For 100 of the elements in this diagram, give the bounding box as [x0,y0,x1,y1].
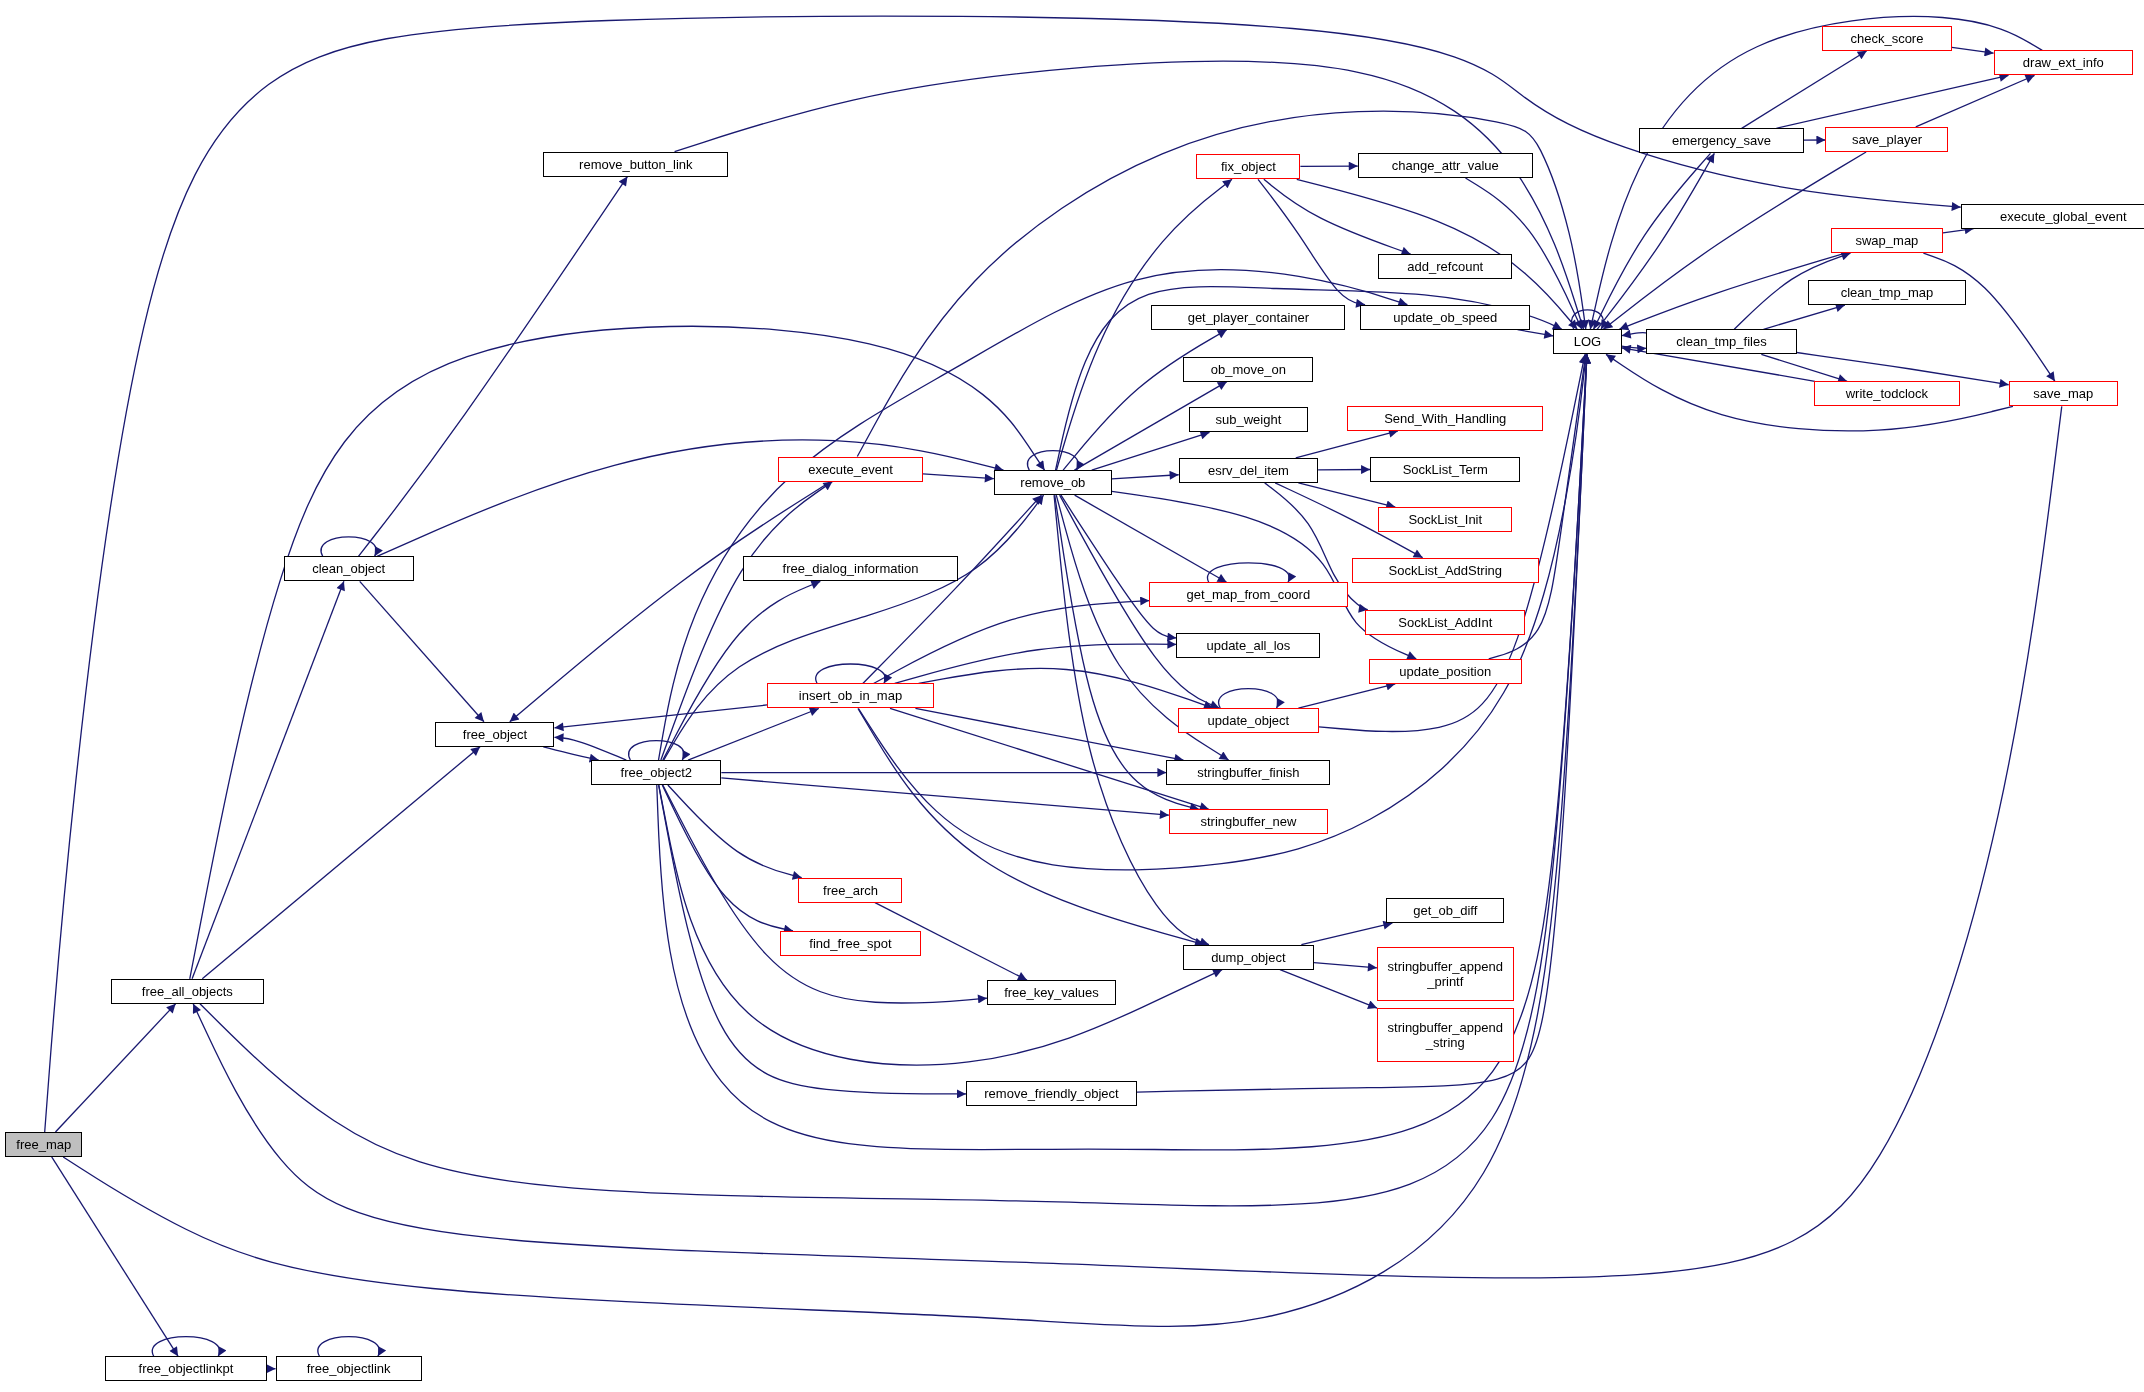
function-box: Send_With_Handling [1347,405,1544,431]
function-box: swap_map [1830,228,1943,254]
function-box: free_key_values [987,980,1116,1006]
call-arrow [1796,351,2010,388]
function-box: sub_weight [1188,407,1308,433]
call-arrow [894,639,1178,685]
call-arrow [657,268,1409,761]
call-arrow [357,175,629,557]
call-arrow [1571,309,1609,330]
call-arrow [1733,251,1852,330]
call-arrow [1802,135,1827,145]
call-arrow [1915,74,2036,128]
function-box: stringbuffer_finish [1166,760,1331,786]
call-arrow [856,110,1589,458]
call-arrow [192,405,2063,1279]
function-box: free_object [435,721,555,747]
call-arrow [553,733,627,761]
call-arrow [1621,344,1816,382]
function-box: emergency_save [1639,128,1804,154]
call-arrow [667,784,803,880]
call-arrow [1060,494,1178,642]
call-arrow [1062,329,1228,471]
call-arrow [1091,430,1211,471]
function-box: add_refcount [1378,254,1513,280]
call-arrow [553,704,768,732]
function-box: free_dialog_information [743,556,958,582]
call-arrow [1274,482,1424,559]
call-arrow [862,494,1043,685]
function-box: update_ob_speed [1360,304,1531,330]
function-box: insert_ob_in_map [767,683,934,709]
call-arrow [1054,286,1563,471]
function-box: clean_object [283,556,414,582]
function-box: save_map [2008,381,2118,407]
call-arrow [673,60,1586,330]
call-arrow [1279,969,1378,1009]
call-arrow [542,746,600,763]
function-box: update_all_los [1176,632,1321,658]
call-arrow [54,1003,177,1133]
call-arrow [1296,178,1578,330]
call-arrow [266,1364,277,1374]
call-arrow [1317,465,1371,475]
call-arrow [1206,562,1295,583]
function-box: find_free_spot [780,930,921,956]
call-arrow [889,707,1210,811]
function-box: update_position [1368,658,1522,684]
function-box: dump_object [1182,944,1314,970]
call-arrow [663,494,1045,761]
function-box: SockList_AddInt [1365,609,1526,635]
function-box: get_map_from_coord [1149,582,1348,608]
call-arrow [1464,177,1583,330]
function-box: clean_tmp_files [1646,329,1797,355]
call-arrow [1059,494,1220,709]
function-box: draw_ext_info [1993,50,2134,76]
function-box: write_todclock [1813,381,1961,407]
function-box: stringbuffer_append _printf [1376,946,1514,1001]
call-arrow [1026,450,1084,471]
function-box: SockList_AddString [1351,557,1539,583]
call-arrow [658,784,967,1099]
call-arrow [1922,252,2056,382]
call-arrow [1257,178,1366,308]
call-arrow [320,536,382,557]
function-box: check_score [1821,25,1952,51]
function-box: update_object [1177,708,1319,734]
call-arrow [1217,687,1284,709]
function-box: SockList_Term [1370,456,1521,482]
call-arrow [1264,482,1369,613]
call-arrow [815,663,891,685]
call-arrow [658,784,1223,1066]
function-box: save_player [1825,126,1949,152]
function-box: change_attr_value [1357,152,1533,178]
call-arrow [1602,151,1867,330]
function-box: ob_move_on [1183,356,1314,382]
function-box: free_object2 [591,760,722,786]
call-arrow [1055,494,1230,761]
function-box: get_player_container [1151,304,1346,330]
call-arrow [1073,381,1228,471]
call-arrow [44,15,1962,1133]
call-arrow [874,902,1028,981]
function-box: esrv_del_item [1178,457,1319,483]
function-box: remove_button_link [543,151,729,177]
call-arrow [720,768,1167,778]
function-box: LOG [1553,329,1622,355]
call-arrow [1111,470,1180,480]
call-arrow [660,480,834,761]
call-arrow [1313,961,1378,972]
call-arrow [191,580,345,980]
function-box: free_all_objects [110,978,264,1004]
call-arrow [1621,329,1647,339]
function-box: clean_tmp_map [1808,280,1966,306]
function-box: remove_ob [993,470,1112,496]
call-arrow [317,1336,385,1357]
function-box: stringbuffer_new [1168,809,1328,835]
call-arrow [1587,15,2043,330]
call-arrow [1299,161,1359,171]
call-arrow [1111,490,1417,660]
function-box: execute_event [778,456,923,482]
call-arrow [1055,178,1233,471]
call-arrow [872,596,1150,685]
call-arrow [359,580,485,723]
call-arrow [687,707,820,761]
